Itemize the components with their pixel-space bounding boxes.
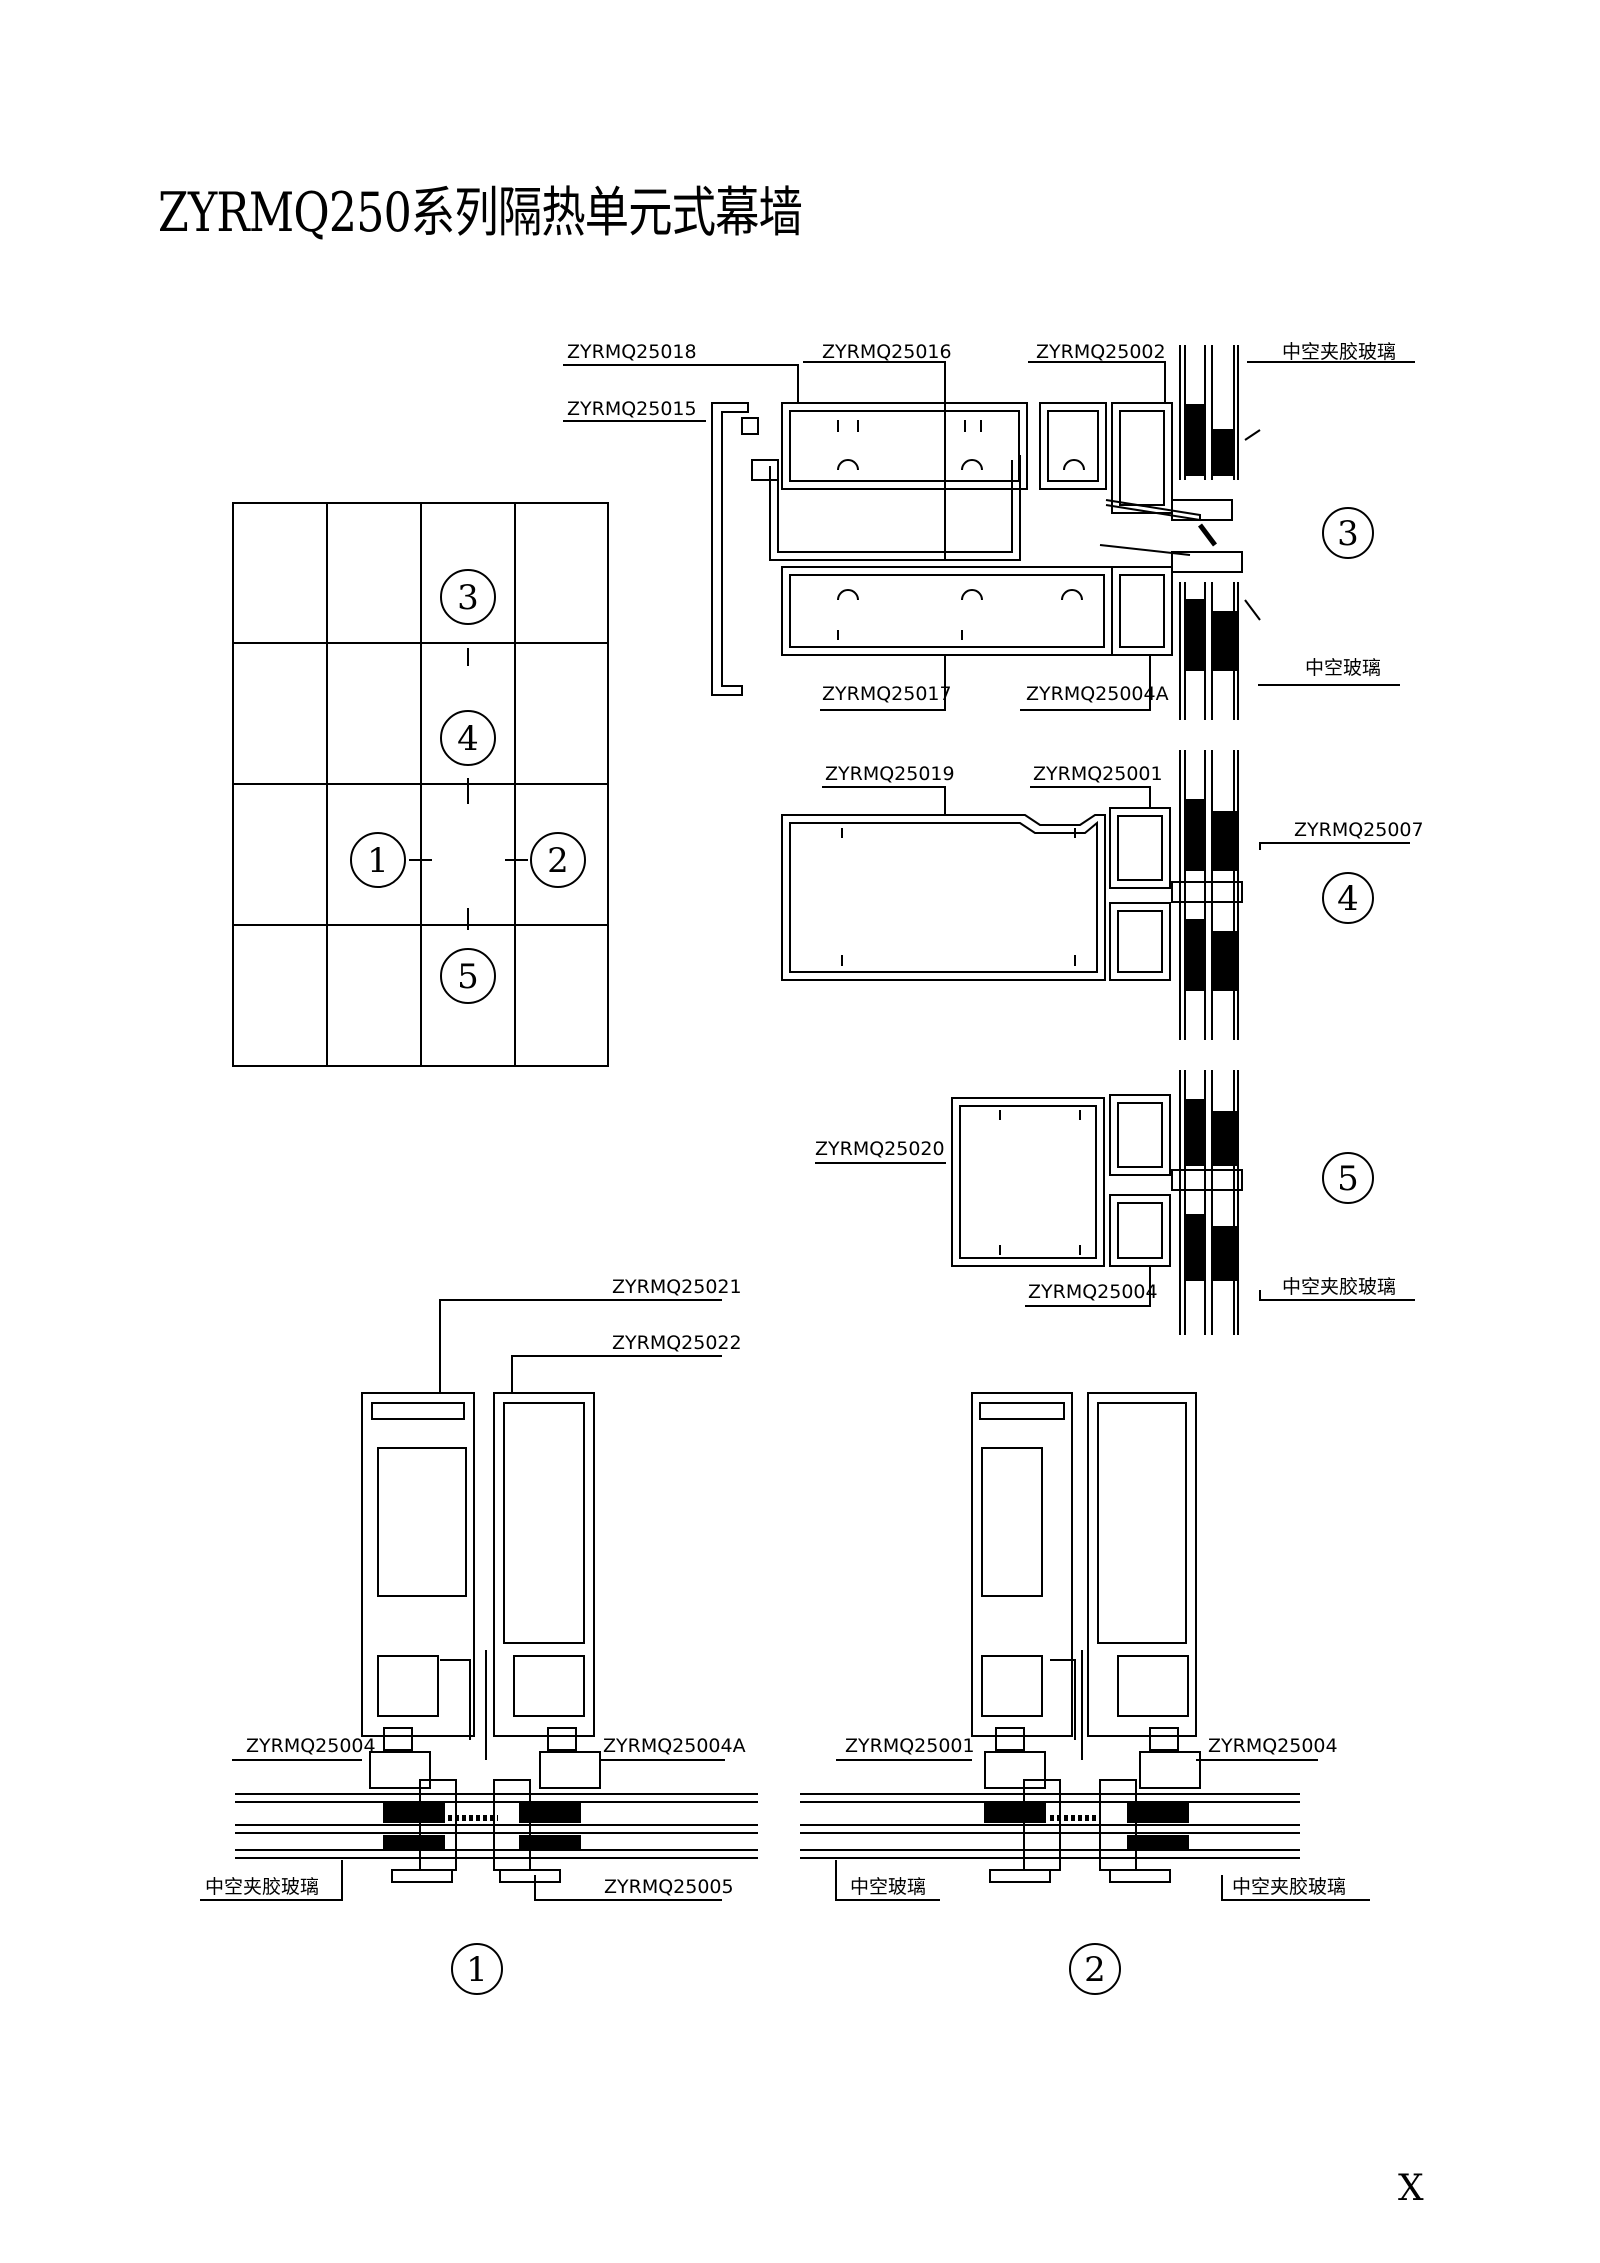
- label-zyrmq25004-s1: ZYRMQ25004: [246, 1735, 376, 1757]
- label-zyrmq25001-s2: ZYRMQ25001: [845, 1735, 975, 1757]
- section-2-profile: [800, 1392, 1370, 1995]
- section-5-profile: [815, 1070, 1415, 1335]
- section-5-marker: 5: [1337, 1159, 1359, 1199]
- label-zyrmq25017: ZYRMQ25017: [822, 683, 952, 705]
- section-1-marker: 1: [466, 1950, 488, 1990]
- label-glass-insulated-s2: 中空玻璃: [850, 1876, 926, 1898]
- label-glass-laminated-top: 中空夹胶玻璃: [1282, 341, 1396, 363]
- label-glass-insulated: 中空玻璃: [1305, 657, 1381, 679]
- page-mark: X: [1398, 2168, 1424, 2209]
- key-marker-3: 3: [457, 578, 479, 618]
- key-marker-5: 5: [457, 957, 479, 997]
- section-2-marker: 2: [1084, 1950, 1106, 1990]
- key-marker-2: 2: [547, 841, 569, 881]
- section-3-marker: 3: [1337, 514, 1359, 554]
- label-zyrmq25002: ZYRMQ25002: [1036, 341, 1166, 363]
- label-zyrmq25007: ZYRMQ25007: [1294, 819, 1424, 841]
- key-marker-1: 1: [367, 841, 389, 881]
- sheet-title: ZYRMQ250系列隔热单元式幕墙: [158, 181, 803, 244]
- label-zyrmq25001: ZYRMQ25001: [1033, 763, 1163, 785]
- label-zyrmq25018: ZYRMQ25018: [567, 341, 697, 363]
- label-zyrmq25005: ZYRMQ25005: [604, 1876, 734, 1898]
- label-glass-laminated-s5: 中空夹胶玻璃: [1282, 1276, 1396, 1298]
- label-zyrmq25015: ZYRMQ25015: [567, 398, 697, 420]
- label-zyrmq25016: ZYRMQ25016: [822, 341, 952, 363]
- section-4-profile: [781, 750, 1410, 1040]
- label-glass-laminated-s1: 中空夹胶玻璃: [205, 1876, 319, 1898]
- label-zyrmq25021: ZYRMQ25021: [612, 1276, 742, 1298]
- section-4-marker: 4: [1337, 879, 1359, 919]
- label-zyrmq25020: ZYRMQ25020: [815, 1138, 945, 1160]
- label-glass-laminated-s2: 中空夹胶玻璃: [1232, 1876, 1346, 1898]
- key-marker-4: 4: [457, 719, 479, 759]
- label-zyrmq25022: ZYRMQ25022: [612, 1332, 742, 1354]
- label-zyrmq25019: ZYRMQ25019: [825, 763, 955, 785]
- section-1-profile: [200, 1299, 758, 1995]
- key-plan-grid: [232, 502, 609, 1067]
- label-zyrmq25004a-s1: ZYRMQ25004A: [603, 1735, 746, 1757]
- label-zyrmq25004-s2: ZYRMQ25004: [1208, 1735, 1338, 1757]
- label-zyrmq25004a: ZYRMQ25004A: [1026, 683, 1169, 705]
- section-3-profile: [563, 345, 1415, 720]
- label-zyrmq25004-s5: ZYRMQ25004: [1028, 1281, 1158, 1303]
